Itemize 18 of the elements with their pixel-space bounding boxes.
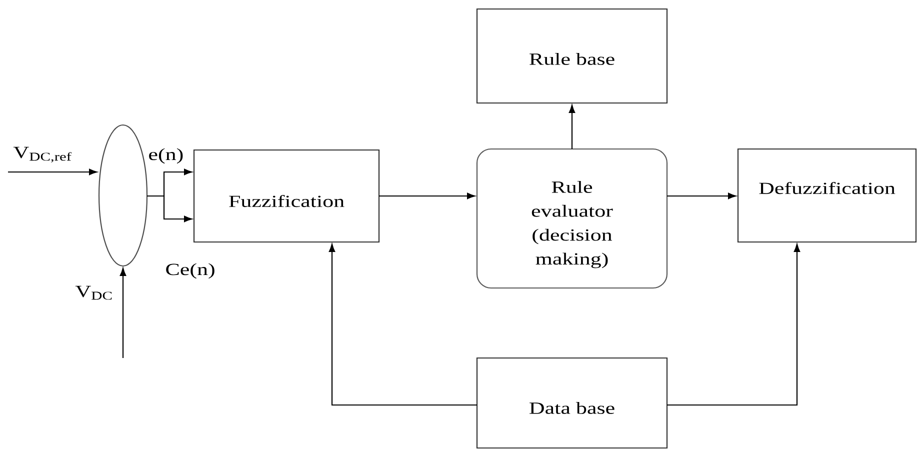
edge-label: Ce(n)	[166, 263, 214, 279]
process-box: Data base	[476, 357, 668, 449]
ellipse-symbol	[98, 124, 148, 267]
edge-label: e(n)	[149, 148, 183, 164]
arrow	[328, 244, 477, 406]
rounded-process-box: Rule evaluator (decision making)	[476, 148, 668, 289]
process-box: Fuzzification	[193, 149, 380, 243]
edge-label: V$_{DC,ref}$	[13, 146, 72, 162]
arrow	[8, 168, 98, 176]
arrow	[568, 104, 576, 149]
edge-label: V$_{DC}$	[75, 286, 112, 300]
arrow	[147, 195, 192, 222]
arrow	[667, 244, 800, 406]
arrow	[379, 192, 476, 200]
process-box: Defuzzification	[737, 148, 917, 243]
arrow	[667, 192, 736, 200]
process-box: Rule base	[476, 8, 668, 104]
arrow	[120, 268, 126, 358]
